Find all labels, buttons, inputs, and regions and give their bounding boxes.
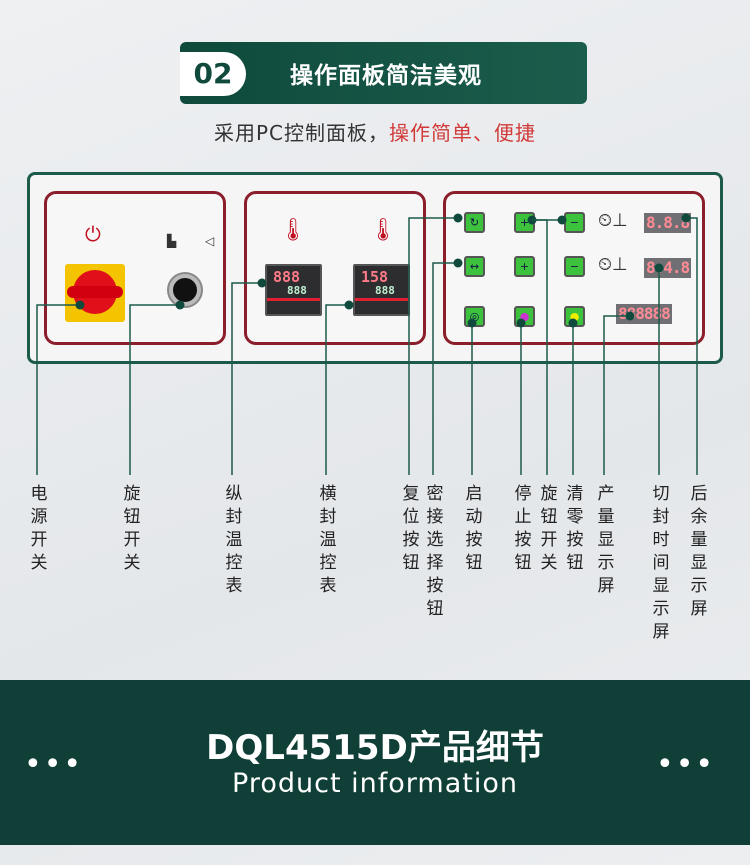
callout-label: 启动按钮 (461, 484, 482, 576)
plus-button-2[interactable]: + (514, 256, 535, 277)
leader-dot (568, 318, 578, 328)
section-banner (180, 42, 587, 104)
leader-dot (467, 318, 477, 328)
leader-lines (36, 213, 698, 475)
callout-label: 密接选择按钮 (422, 484, 443, 622)
leader-line (231, 282, 262, 475)
footer-title: DQL4515D产品细节 (206, 728, 544, 768)
callout-label: 清零按钮 (562, 484, 583, 576)
timer-icon: ⏲⊥ (598, 254, 628, 275)
leader-dot (516, 318, 526, 328)
dots-left: ••• (24, 747, 84, 782)
leader-dot (344, 300, 354, 310)
leader-line (408, 217, 458, 475)
leader-line (36, 304, 80, 475)
callout-label: 复位按钮 (398, 484, 419, 576)
leader-dot (257, 278, 267, 288)
callout-label: 纵封温控表 (221, 484, 242, 599)
leader-line (432, 262, 458, 475)
callout-label: 后余量显示屏 (686, 484, 707, 622)
section-number: 02 (180, 52, 246, 96)
seal-select-button[interactable]: ↔ (464, 256, 485, 277)
tail-remaining-display: 8.8.8 (644, 213, 692, 233)
leader-line (603, 315, 630, 475)
leader-line (325, 304, 349, 475)
power-box: ⏻ ▙ ◁ (44, 191, 226, 345)
leader-dot (654, 263, 664, 273)
leader-dot (453, 258, 463, 268)
thermometer-icon: 🌡 (279, 218, 307, 243)
callout-label: 横封温控表 (315, 484, 336, 599)
leader-dot (625, 311, 635, 321)
subtitle-highlight: 操作简单、便捷 (389, 121, 537, 145)
auto-icon: ◁ (205, 234, 215, 248)
reset-button[interactable]: ↻ (464, 212, 485, 233)
leader-dot (75, 300, 85, 310)
power-icon: ⏻ (85, 222, 101, 246)
leader-dot (681, 213, 691, 223)
callout-label: 电源开关 (26, 484, 47, 576)
dots-right: ••• (656, 747, 716, 782)
leader-dot (557, 215, 567, 225)
leader-dot (453, 213, 463, 223)
callout-label: 旋钮开关 (536, 484, 557, 576)
timer-icon: ⏲⊥ (598, 210, 628, 231)
power-switch[interactable] (65, 264, 125, 322)
callout-label: 产量显示屏 (593, 484, 614, 599)
subtitle-plain: 采用PC控制面板， (213, 121, 390, 145)
thermometer-icon: 🌡 (369, 218, 397, 243)
section-subtitle: 采用PC控制面板，操作简单、便捷 (0, 117, 750, 146)
callout-label: 停止按钮 (510, 484, 531, 576)
footer-band (0, 680, 750, 845)
leader-line (686, 217, 698, 475)
leader-dot (175, 300, 185, 310)
callout-label: 旋钮开关 (119, 484, 140, 576)
leader-line (532, 219, 548, 475)
minus-button-2[interactable]: − (564, 256, 585, 277)
leader-line (129, 304, 180, 475)
footer-subtitle: Product information (232, 768, 518, 799)
section-title: 操作面板简洁美观 (290, 63, 482, 89)
rotary-switch[interactable] (167, 272, 203, 308)
manual-icon: ▙ (167, 234, 177, 248)
seal-time-display: 8.4.8 (644, 258, 692, 278)
callout-label: 切封时间显示屏 (648, 484, 669, 645)
